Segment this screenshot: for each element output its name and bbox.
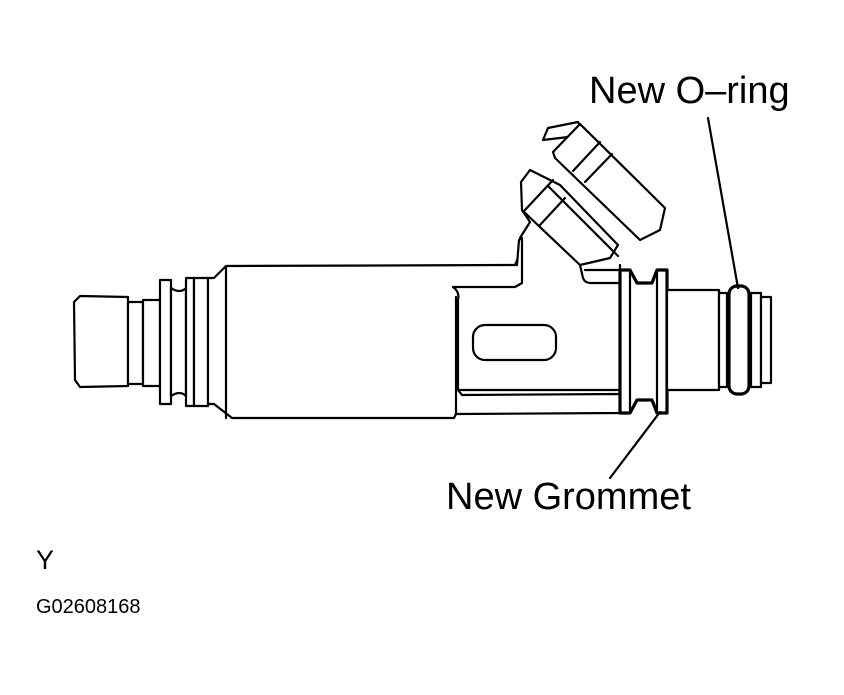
grommet-leader-line (608, 410, 662, 480)
grommet (618, 268, 669, 415)
o-ring-label: New O–ring (589, 70, 790, 112)
injector-inlet-end (72, 276, 210, 408)
grommet-label: New Grommet (446, 476, 691, 518)
electrical-connector (513, 120, 667, 267)
injector-body (206, 236, 622, 420)
figure-code: G02608168 (36, 596, 141, 618)
injector-nozzle (665, 284, 773, 396)
view-letter: Y (36, 545, 55, 575)
o-ring-leader-line (706, 116, 740, 290)
